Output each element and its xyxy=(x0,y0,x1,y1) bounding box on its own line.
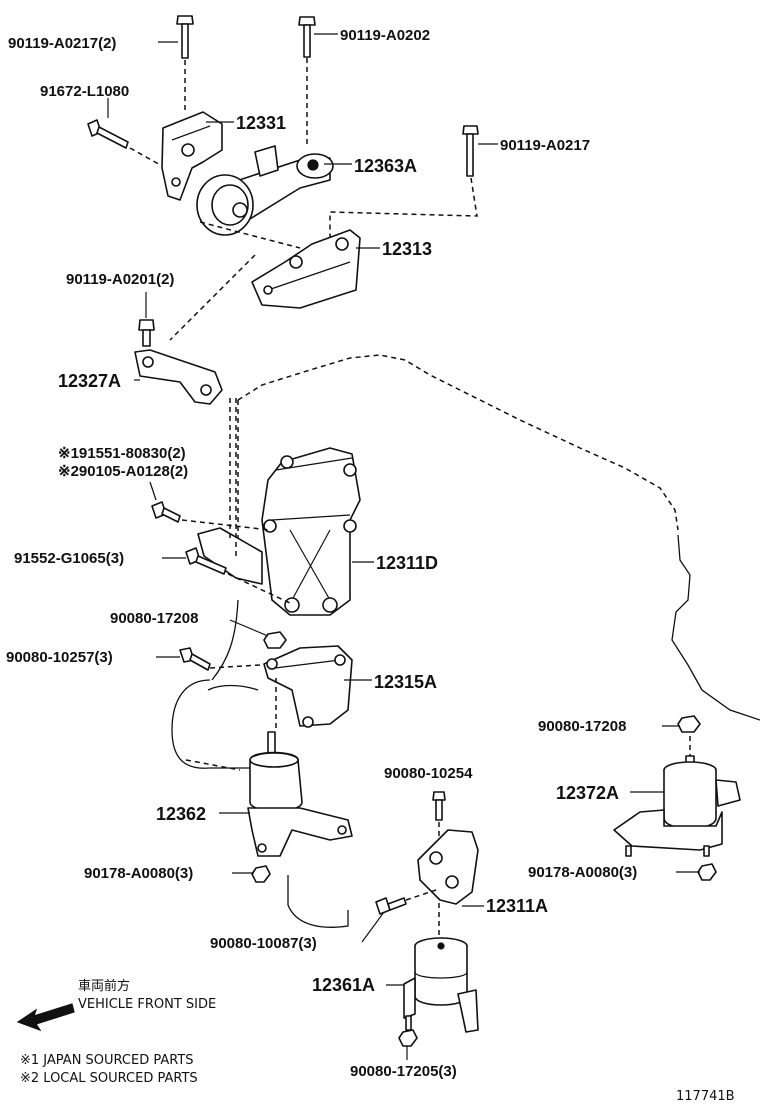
bracket-12311A xyxy=(417,829,479,905)
front-label-jp: 車両前方 xyxy=(78,978,130,994)
mount-12363A xyxy=(196,145,334,236)
callout-12363A: 12363A xyxy=(354,156,417,176)
bracket-12315A xyxy=(263,645,353,728)
callout-90119-A0202: 90119-A0202 xyxy=(340,27,430,44)
bracket-12313 xyxy=(251,229,361,309)
front-label-en: VEHICLE FRONT SIDE xyxy=(78,997,216,1012)
callout-12331: 12331 xyxy=(236,113,286,133)
front-arrow-icon xyxy=(16,1003,75,1032)
nut-90080-17208-center xyxy=(263,631,287,649)
leader-lines xyxy=(107,33,700,1060)
callout-90080-17208: 90080-17208 xyxy=(110,610,198,627)
callout-90105-A0128: ※290105-A0128(2) xyxy=(58,463,188,480)
callout-12313: 12313 xyxy=(382,239,432,259)
figure-id: 117741B xyxy=(676,1089,735,1104)
callout-90119-A0201-2: 90119-A0201(2) xyxy=(66,271,174,288)
callout-90119-A0217-2: 90119-A0217(2) xyxy=(8,35,116,52)
nut-90178-A0080-left xyxy=(251,865,271,883)
bracket-12311D xyxy=(197,447,361,616)
front-direction-legend: 車両前方 VEHICLE FRONT SIDE xyxy=(16,978,216,1032)
callout-90080-10087-3: 90080-10087(3) xyxy=(210,935,317,952)
callout-12362: 12362 xyxy=(156,804,206,824)
callout-90178-A0080-3-right: 90178-A0080(3) xyxy=(528,864,637,881)
callout-90080-10254: 90080-10254 xyxy=(384,765,473,782)
callout-90119-A0217: 90119-A0217 xyxy=(500,137,590,154)
bolt-91551-80830 xyxy=(151,501,271,531)
callout-91672-L1080: 91672-L1080 xyxy=(40,83,129,100)
bolt-90119-A0217-2 xyxy=(176,15,194,112)
callout-12361A: 12361A xyxy=(312,975,375,995)
callout-91552-G1065: 91552-G1065(3) xyxy=(14,550,124,567)
mount-12372A xyxy=(613,755,741,857)
callout-12311D: 12311D xyxy=(376,553,438,573)
bracket-12331 xyxy=(161,111,223,201)
note-japan-sourced: ※1 JAPAN SOURCED PARTS xyxy=(20,1053,194,1068)
bolt-90119-A0201-2 xyxy=(138,319,155,347)
callout-labels: 90119-A0217(2) 90119-A0202 91672-L1080 1… xyxy=(6,27,637,1080)
engine-outline xyxy=(171,354,760,928)
bolt-90080-10087 xyxy=(375,889,437,915)
callout-12315A: 12315A xyxy=(374,672,437,692)
note-local-sourced: ※2 LOCAL SOURCED PARTS xyxy=(20,1071,198,1086)
bolt-91552-G1065 xyxy=(185,547,293,605)
bolt-90119-A0202 xyxy=(298,16,316,148)
callout-90080-17208-right: 90080-17208 xyxy=(538,718,626,735)
callout-90080-17205-3: 90080-17205(3) xyxy=(350,1063,457,1080)
callout-12327A: 12327A xyxy=(58,371,121,391)
bolt-90119-A0217 xyxy=(329,125,479,240)
callout-12311A: 12311A xyxy=(486,896,548,916)
callout-12372A: 12372A xyxy=(556,783,619,803)
nut-90080-17208-right xyxy=(677,715,701,756)
bolt-90080-10257 xyxy=(179,647,277,671)
callout-90080-10257-3: 90080-10257(3) xyxy=(6,649,113,666)
callout-91551-80830: ※191551-80830(2) xyxy=(58,445,186,462)
mount-12362 xyxy=(247,731,353,857)
nut-90178-A0080-right xyxy=(697,863,717,881)
nut-90080-17205 xyxy=(398,1029,418,1047)
callout-90178-A0080-3-left: 90178-A0080(3) xyxy=(84,865,193,882)
bracket-12327A xyxy=(134,349,223,405)
mount-12361A xyxy=(403,937,479,1033)
